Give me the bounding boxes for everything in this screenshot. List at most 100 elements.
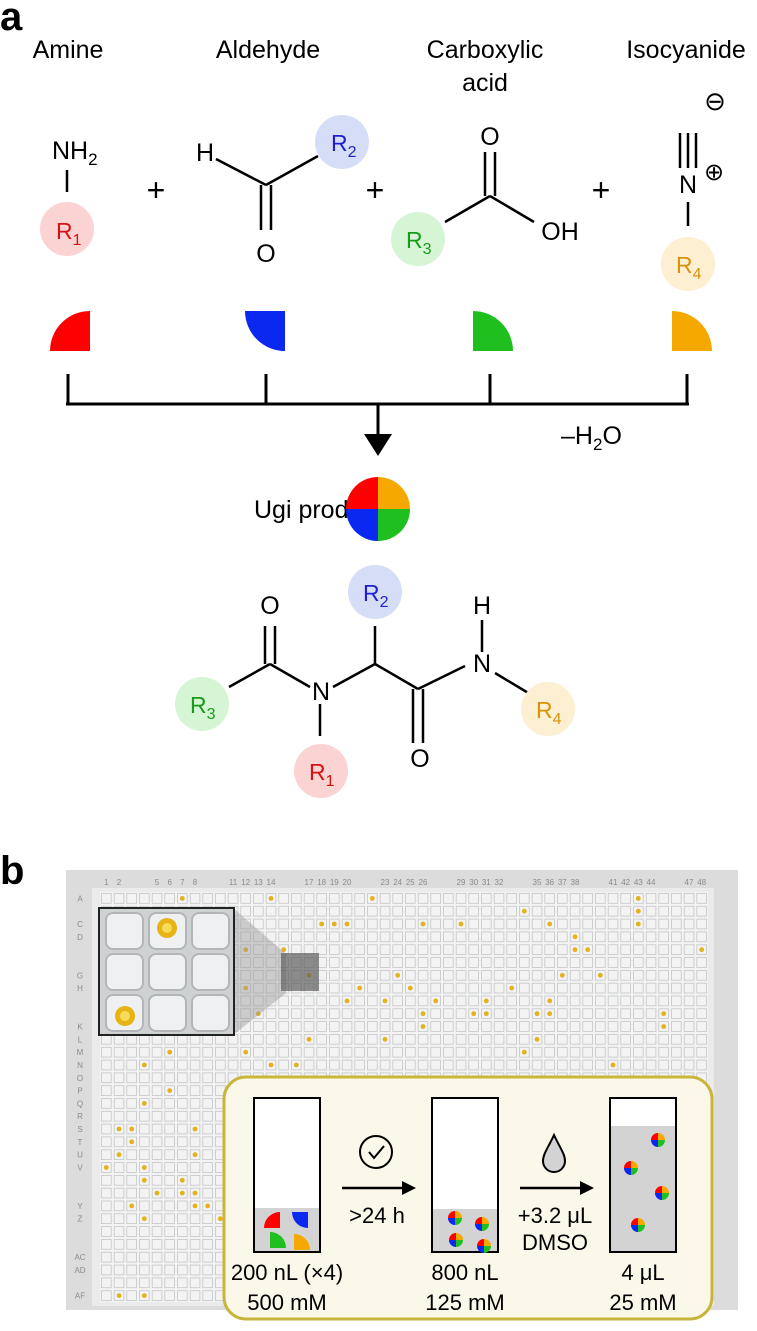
plate-well [430, 1059, 441, 1071]
plate-well [506, 1021, 517, 1032]
plate-well [557, 918, 568, 930]
plate-well [341, 1059, 353, 1071]
plate-well [189, 1200, 201, 1212]
plate-well [557, 944, 568, 955]
plate-well [683, 893, 695, 904]
plate-well [291, 995, 302, 1007]
plate-well [139, 1136, 150, 1148]
plate-column-label: 48 [697, 878, 706, 887]
plate-well [113, 1290, 125, 1301]
plate-row-label: AD [74, 1266, 85, 1275]
plate-well [240, 995, 251, 1007]
filled-well-dot [268, 896, 274, 901]
filled-well-dot [521, 908, 527, 914]
plate-well [101, 1162, 112, 1173]
plate-well [417, 982, 429, 994]
filled-well-dot [141, 1216, 147, 1222]
plate-well [417, 944, 429, 955]
plate-well [557, 970, 568, 981]
filled-well-dot [395, 972, 401, 978]
plate-well [455, 1059, 467, 1071]
plate-well [126, 1226, 137, 1237]
plate-well [189, 1162, 201, 1173]
plate-well [126, 1149, 137, 1161]
filled-well-dot [129, 1126, 135, 1132]
plate-well [658, 1046, 669, 1058]
plate-column-label: 19 [330, 878, 339, 887]
plate-well [455, 1008, 467, 1019]
filled-well-dot [116, 1293, 122, 1298]
plate-well [227, 1046, 239, 1058]
plate-well [582, 1021, 593, 1032]
plate-well [126, 1277, 137, 1289]
plate-well [430, 931, 441, 943]
plate-column-label: 12 [241, 878, 250, 887]
plate-well [671, 905, 682, 917]
plate-row-label: AF [75, 1292, 85, 1301]
plate-well [645, 970, 657, 981]
plate-well [405, 995, 416, 1007]
plate-well [379, 944, 391, 955]
plus-sign-3: + [592, 172, 611, 208]
plate-well [341, 957, 353, 968]
plate-well [519, 944, 530, 955]
plate-well [240, 957, 251, 968]
plate-well [569, 970, 581, 981]
plate-well [151, 1072, 163, 1084]
plate-well [265, 905, 277, 917]
plate-well [126, 1175, 137, 1186]
plate-well [177, 1226, 188, 1237]
plate-well [595, 931, 606, 943]
plate-well [607, 1046, 619, 1058]
plate-well [253, 970, 264, 981]
plate-well [645, 1059, 657, 1071]
carboxylic-acid-structure: O OH R3 [391, 123, 579, 266]
filled-well-dot [635, 896, 641, 901]
plate-well [151, 893, 163, 904]
plate-well [582, 1034, 593, 1045]
arrow-1-label: >24 h [349, 1203, 405, 1228]
plate-well [392, 918, 403, 930]
plate-well [240, 1034, 251, 1045]
plate-well [633, 995, 644, 1007]
plate-well [177, 1110, 188, 1122]
step-2-concentration: 125 mM [425, 1290, 504, 1315]
plate-well [443, 931, 454, 943]
plate-well [607, 944, 619, 955]
filled-well-dot [255, 1011, 261, 1017]
plate-well [113, 1264, 125, 1276]
plate-well [240, 1046, 251, 1058]
plate-well [379, 905, 391, 917]
plate-well [481, 1034, 492, 1045]
plate-well [443, 1021, 454, 1032]
plate-well [633, 1046, 644, 1058]
reaction-connector [66, 374, 689, 436]
plate-well [177, 1046, 188, 1058]
plate-well [557, 931, 568, 943]
plate-well [519, 931, 530, 943]
plate-well [126, 893, 137, 904]
aldehyde-structure: H O R2 [196, 115, 369, 268]
plate-well [164, 1046, 175, 1058]
arrow-2-head [580, 1181, 594, 1195]
plate-well [417, 893, 429, 904]
filled-well-dot [217, 1216, 223, 1222]
plate-well [164, 1123, 175, 1135]
plate-well [430, 1008, 441, 1019]
plate-well [329, 957, 340, 968]
plate-row-label: T [78, 1138, 83, 1147]
plate-well [139, 1123, 150, 1135]
plate-well [595, 1046, 606, 1058]
plate-well [240, 893, 251, 904]
plate-well [101, 1136, 112, 1148]
plate-well [519, 905, 530, 917]
plate-well [468, 944, 479, 955]
filled-well-dot [420, 921, 426, 927]
plate-well [139, 1226, 150, 1237]
filled-well-dot [369, 896, 375, 901]
plate-well [595, 995, 606, 1007]
plate-well [113, 1046, 125, 1058]
plate-well [519, 918, 530, 930]
plus-charge: ⊕ [704, 159, 724, 186]
filled-well-dot [179, 1177, 185, 1183]
